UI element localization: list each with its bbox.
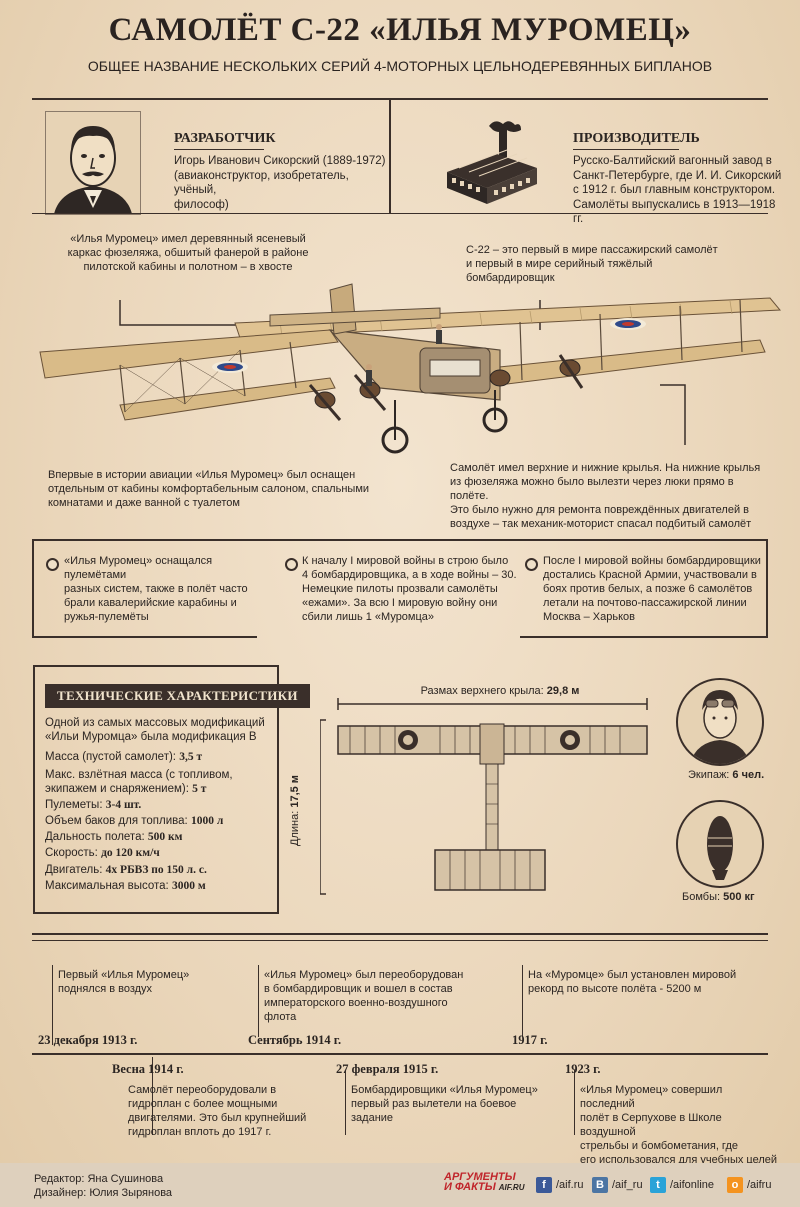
spec-range: Дальность полета: 500 км: [45, 831, 183, 843]
ilya-muromets-illustration: [0, 270, 800, 470]
facts-panel-bottom: [32, 636, 257, 638]
twitter-link[interactable]: /aifonline: [670, 1179, 715, 1191]
manufacturer-underline: [573, 149, 679, 150]
footer: [0, 1163, 800, 1207]
salon-annotation: Впервые в истории авиации «Илья Муромец»…: [48, 469, 370, 509]
page-subtitle: ОБЩЕЕ НАЗВАНИЕ НЕСКОЛЬКИХ СЕРИЙ 4-МОТОРН…: [87, 58, 713, 74]
wings-annotation: Самолёт имел верхние и нижние крылья. На…: [450, 462, 761, 530]
section-divider: [389, 99, 391, 214]
top-view-schematic: [314, 694, 665, 904]
vk-icon[interactable]: B: [592, 1177, 608, 1193]
timeline-tick: [574, 1070, 575, 1135]
bombs-label: Бомбы: 500 кг: [682, 891, 755, 903]
bullet-icon: [525, 558, 538, 571]
facebook-icon[interactable]: f: [536, 1177, 552, 1193]
facts-panel-right-edge: [766, 539, 768, 638]
timeline-tick: [152, 1057, 153, 1135]
timeline-date: 23 декабря 1913 г.: [38, 1033, 138, 1047]
vk-link[interactable]: /aif_ru: [612, 1179, 643, 1191]
timeline-event: Первый «Илья Муромец»поднялся в воздух: [58, 969, 190, 995]
specs-intro: Одной из самых массовых модификаций«Ильи…: [45, 717, 265, 743]
length-label: Длина: 17,5 м: [289, 775, 301, 846]
pilot-icon: [676, 678, 764, 766]
facts-panel: [32, 539, 768, 640]
bullet-icon: [46, 558, 59, 571]
timeline-axis: [32, 1053, 768, 1055]
first-passenger-annotation: С-22 – это первый в мире пассажирский са…: [466, 244, 718, 284]
divider: [32, 213, 768, 214]
timeline-date: 1917 г.: [512, 1033, 548, 1047]
specs-box: [33, 665, 279, 914]
timeline-tick: [522, 965, 523, 1037]
sikorsky-portrait: [45, 111, 141, 215]
spec-mass: Масса (пустой самолет): 3,5 т: [45, 751, 203, 763]
spec-altitude: Максимальная высота: 3000 м: [45, 880, 206, 892]
manufacturer-heading: ПРОИЗВОДИТЕЛЬ: [573, 131, 700, 146]
specs-heading: ТЕХНИЧЕСКИЕ ХАРАКТЕРИСТИКИ: [45, 684, 310, 708]
timeline-date: 1923 г.: [565, 1062, 601, 1076]
factory-icon: [437, 116, 547, 212]
divider: [32, 940, 768, 941]
developer-heading: РАЗРАБОТЧИК: [174, 131, 276, 146]
developer-underline: [174, 149, 264, 150]
divider: [32, 98, 768, 100]
span-label: Размах верхнего крыла: 29,8 м: [420, 685, 580, 697]
spec-guns: Пулеметы: 3-4 шт.: [45, 799, 142, 811]
facts-panel-left-edge: [32, 539, 34, 638]
bomb-icon: [676, 800, 764, 888]
timeline-event: Бомбардировщики «Илья Муромец»первый раз…: [351, 1084, 538, 1124]
spec-speed: Скорость: до 120 км/ч: [45, 847, 160, 859]
timeline-date: Сентябрь 1914 г.: [248, 1033, 342, 1047]
developer-text: Игорь Иванович Сикорский (1889-1972) (ав…: [174, 155, 386, 211]
timeline-tick: [345, 1070, 346, 1135]
timeline-date: Весна 1914 г.: [112, 1062, 184, 1076]
facebook-link[interactable]: /aif.ru: [556, 1179, 584, 1191]
odnoklassniki-icon[interactable]: o: [727, 1177, 743, 1193]
divider: [32, 933, 768, 935]
crew-label: Экипаж: 6 чел.: [688, 769, 765, 781]
spec-engine: Двигатель: 4х РБВЗ по 150 л. с.: [45, 864, 207, 876]
timeline-tick: [52, 965, 53, 1045]
timeline-tick: [258, 965, 259, 1037]
page-title: САМОЛЁТ С-22 «ИЛЬЯ МУРОМЕЦ»: [108, 12, 692, 48]
bullet-icon: [285, 558, 298, 571]
spec-tank: Объем баков для топлива: 1000 л: [45, 815, 224, 827]
frame-annotation: «Илья Муромец» имел деревянный ясеневый …: [67, 233, 309, 273]
twitter-icon[interactable]: t: [650, 1177, 666, 1193]
spec-max-mass: Макс. взлётная масса (с топливом,экипаже…: [45, 769, 233, 795]
manufacturer-text: Русско-Балтийский вагонный завод в Санкт…: [573, 155, 782, 225]
odnoklassniki-link[interactable]: /aifru: [747, 1179, 772, 1191]
timeline-date: 27 февраля 1915 г.: [336, 1062, 439, 1076]
facts-panel-bottom: [520, 636, 768, 638]
